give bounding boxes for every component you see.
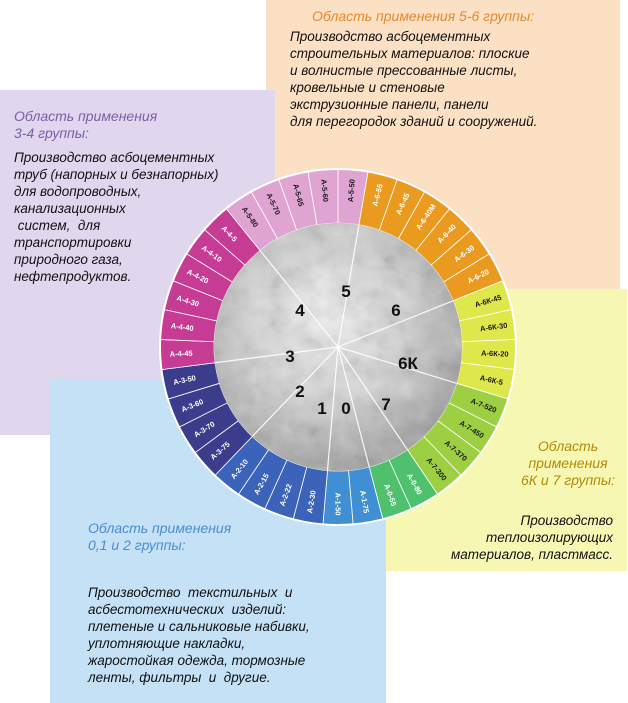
ring-outline: [159, 168, 517, 526]
grade-label: А-4-45: [169, 349, 192, 359]
group-divider-5: [337, 346, 370, 468]
group-divider-4: [337, 346, 408, 451]
heading-group-3-4: Область применения 3-4 группы:: [14, 108, 158, 141]
group-label-0: 0: [341, 399, 350, 418]
group-divider-7: [251, 346, 339, 437]
group-divider-3: [337, 346, 457, 384]
text-group-3-4: Производство асбоцементных труб (напорны…: [14, 150, 219, 284]
group-label-3: 3: [285, 347, 294, 366]
grade-label: А-5-50: [346, 179, 357, 203]
group-divider-2: [337, 300, 454, 348]
group-divider-9: [259, 250, 339, 348]
group-label-6k: 6К: [398, 354, 418, 373]
group-label-5: 5: [341, 282, 350, 301]
text-group-0-1-2: Производство текстильных и асбестотехнич…: [88, 585, 310, 685]
group-divider-1: [337, 224, 360, 348]
group-divider-6: [326, 346, 339, 471]
grade-label: А-1-50: [334, 493, 343, 516]
group-dividers: [214, 224, 457, 471]
heading-group-6k-7: Область применения 6К и 7 группы:: [520, 438, 616, 488]
group-label-1: 1: [317, 399, 326, 418]
grade-label: А-6К-30: [480, 321, 508, 333]
group-number-labels: 0 1 2 3 4 5 6 6К 7: [285, 282, 418, 418]
heading-group-5-6: Область применения 5-6 группы:: [312, 8, 535, 24]
grade-label: А-4-40: [170, 321, 194, 333]
group-label-2: 2: [295, 382, 304, 401]
group-label-4: 4: [295, 301, 305, 320]
text-group-5-6: Производство асбоцементных строительных …: [290, 29, 538, 129]
group-label-6: 6: [391, 301, 400, 320]
grade-label: А-2-30: [305, 490, 318, 514]
text-group-6k-7: Производство теплоизолирующих материалов…: [451, 513, 613, 562]
grade-label: А-1-75: [358, 490, 371, 514]
group-divider-8: [214, 346, 339, 364]
group-label-7: 7: [381, 395, 390, 414]
heading-group-0-1-2: Область применения 0,1 и 2 группы:: [88, 520, 232, 553]
grade-label: А-5-60: [319, 179, 330, 203]
grade-label: А-6К-20: [481, 349, 509, 359]
